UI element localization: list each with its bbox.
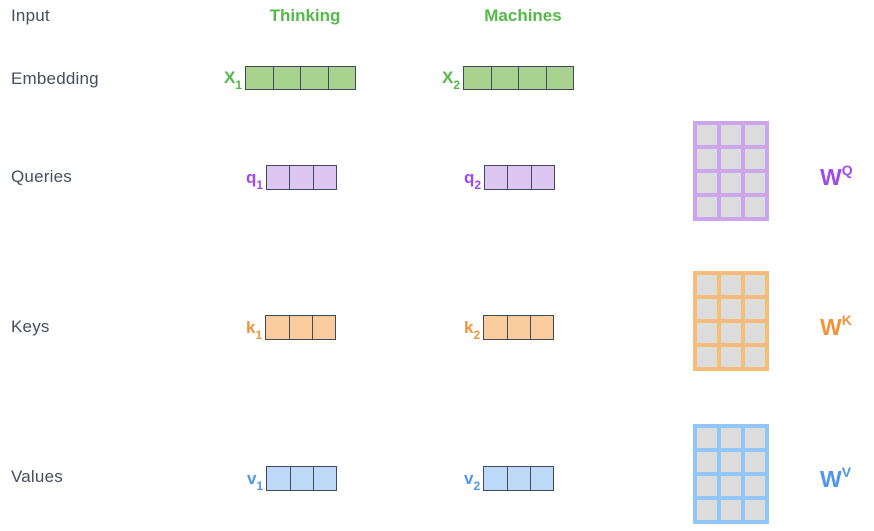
value-vector-v2: v2: [464, 466, 555, 493]
vector-cell: [530, 467, 554, 490]
wk-weight-matrix: [693, 271, 769, 371]
vector-label-x1: X1: [224, 68, 243, 93]
vector-cell: [546, 67, 574, 89]
matrix-cell: [697, 197, 717, 217]
matrix-cell: [745, 347, 765, 367]
vector-cell: [301, 67, 329, 89]
vector-cell: [507, 316, 531, 339]
matrix-cell: [721, 275, 741, 295]
matrix-cell: [697, 452, 717, 472]
wk-matrix-label: WK: [820, 312, 852, 340]
vector-v1: [266, 466, 338, 491]
vector-cell: [267, 467, 291, 490]
matrix-cell: [745, 323, 765, 343]
matrix-cell: [745, 476, 765, 496]
matrix-cell: [745, 125, 765, 145]
matrix-cell: [721, 149, 741, 169]
matrix-cell: [697, 476, 717, 496]
vector-q2: [484, 165, 556, 190]
vector-cell: [289, 316, 313, 339]
matrix-cell: [697, 173, 717, 193]
matrix-cell: [721, 476, 741, 496]
vector-cell: [507, 467, 531, 490]
matrix-cell: [721, 173, 741, 193]
vector-cell: [312, 316, 336, 339]
input-word-machines: Machines: [484, 6, 562, 25]
value-vector-v1: v1: [247, 466, 338, 493]
embedding-vector-x1: X1: [224, 66, 357, 93]
vector-cell: [267, 166, 291, 189]
vector-cell: [485, 166, 509, 189]
matrix-cell: [697, 149, 717, 169]
vector-v2: [483, 466, 555, 491]
vector-cell: [313, 467, 337, 490]
wv-matrix-label: WV: [820, 464, 852, 492]
vector-k2: [483, 315, 555, 340]
vector-label-k2: k2: [464, 317, 481, 342]
matrix-cell: [721, 125, 741, 145]
row-label-values: Values: [11, 467, 63, 486]
embedding-vector-x2: X2: [442, 66, 575, 93]
row-label-input: Input: [11, 6, 50, 25]
matrix-cell: [745, 299, 765, 319]
matrix-cell: [697, 275, 717, 295]
vector-cell: [273, 67, 302, 89]
matrix-cell: [697, 299, 717, 319]
vector-cell: [484, 467, 508, 490]
matrix-cell: [721, 197, 741, 217]
vector-cell: [491, 67, 520, 89]
matrix-cell: [745, 275, 765, 295]
matrix-cell: [721, 428, 741, 448]
vector-cell: [246, 67, 274, 89]
key-vector-k1: k1: [246, 315, 337, 342]
vector-cell: [290, 166, 314, 189]
matrix-cell: [721, 299, 741, 319]
vector-label-q1: q1: [246, 167, 264, 192]
matrix-cell: [745, 197, 765, 217]
vector-label-v1: v1: [247, 468, 264, 493]
matrix-cell: [721, 323, 741, 343]
vector-x2: [463, 66, 575, 90]
vector-cell: [290, 467, 314, 490]
matrix-cell: [721, 500, 741, 520]
matrix-cell: [697, 323, 717, 343]
vector-cell: [313, 166, 337, 189]
matrix-cell: [721, 347, 741, 367]
vector-cell: [328, 67, 356, 89]
wv-weight-matrix: [693, 424, 769, 524]
input-word-thinking: Thinking: [269, 6, 341, 25]
matrix-cell: [745, 500, 765, 520]
query-vector-q1: q1: [246, 165, 338, 192]
vector-cell: [519, 67, 547, 89]
query-vector-q2: q2: [464, 165, 556, 192]
row-label-queries: Queries: [11, 167, 72, 186]
vector-label-v2: v2: [464, 468, 481, 493]
matrix-cell: [745, 452, 765, 472]
matrix-cell: [697, 500, 717, 520]
row-label-embedding: Embedding: [11, 69, 99, 88]
matrix-cell: [745, 173, 765, 193]
vector-cell: [531, 166, 555, 189]
matrix-cell: [745, 428, 765, 448]
vector-k1: [265, 315, 337, 340]
matrix-cell: [697, 428, 717, 448]
key-vector-k2: k2: [464, 315, 555, 342]
row-label-keys: Keys: [11, 317, 50, 336]
matrix-cell: [697, 125, 717, 145]
matrix-cell: [745, 149, 765, 169]
vector-cell: [508, 166, 532, 189]
vector-cell: [484, 316, 508, 339]
vector-cell: [266, 316, 290, 339]
vector-x1: [245, 66, 357, 90]
vector-q1: [266, 165, 338, 190]
wq-weight-matrix: [693, 121, 769, 221]
matrix-cell: [721, 452, 741, 472]
vector-label-k1: k1: [246, 317, 263, 342]
wq-matrix-label: WQ: [820, 162, 853, 190]
vector-cell: [464, 67, 492, 89]
vector-label-q2: q2: [464, 167, 482, 192]
vector-cell: [530, 316, 554, 339]
vector-label-x2: X2: [442, 68, 461, 93]
matrix-cell: [697, 347, 717, 367]
